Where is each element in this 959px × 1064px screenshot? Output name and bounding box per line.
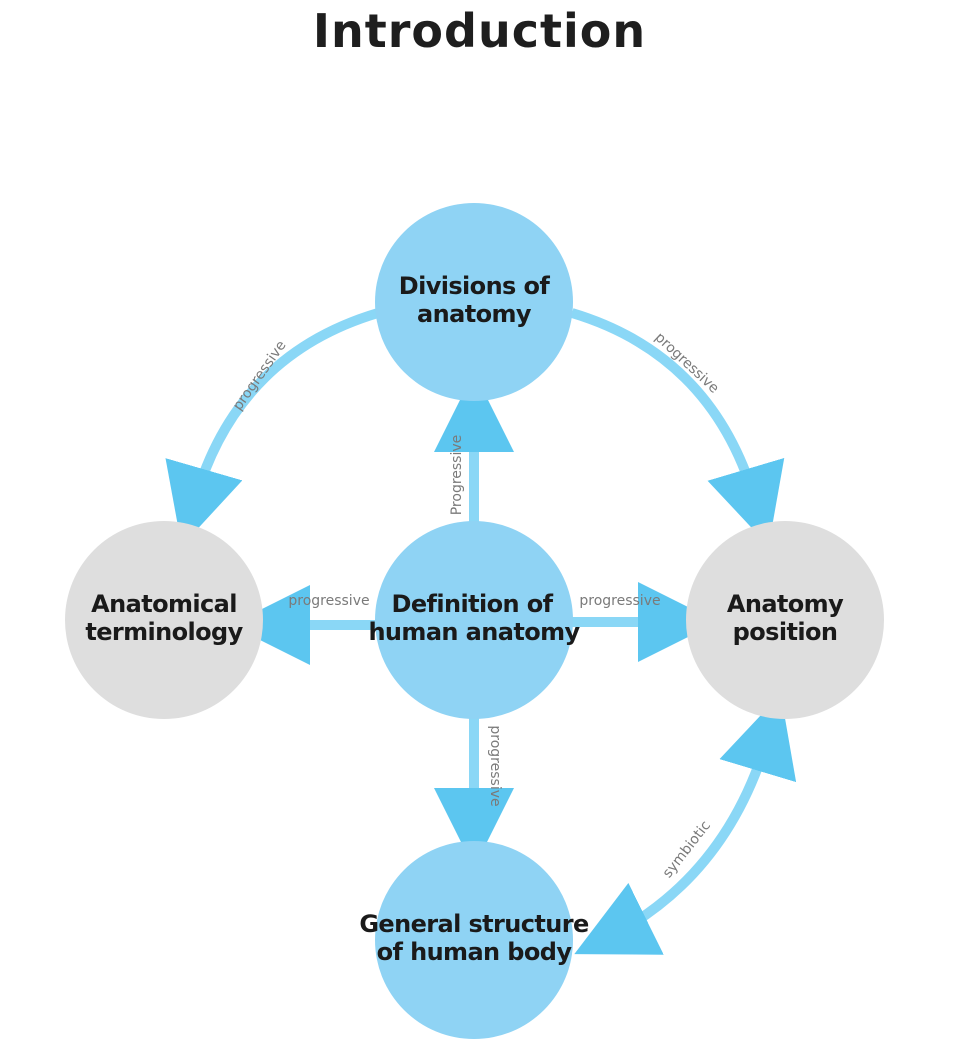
node-structure-line1: General structure [359,910,589,938]
edge-label-definition-divisions: Progressive [449,435,465,516]
edge-label-definition-position: progressive [579,593,660,609]
node-divisions-line1: Divisions of [399,272,551,300]
edge-label-divisions-terminology: progressive [230,338,290,414]
node-terminology-line1: Anatomical [91,590,237,618]
edge-label-definition-terminology: progressive [288,593,369,609]
node-position-circle [686,521,884,719]
page-title: Introduction [312,4,647,58]
node-position-line1: Anatomy [727,590,844,618]
arrow-divisions-to-terminology [165,308,380,547]
node-divisions-line2: anatomy [417,300,532,328]
edge-label-symbiotic: symbiotic [660,818,714,881]
node-structure-line2: of human body [377,938,573,966]
node-definition-line1: Definition of [392,590,554,618]
node-definition-circle [375,521,573,719]
arrow-structure-position [574,694,797,955]
node-terminology-line2: terminology [85,618,243,646]
node-definition-line2: human anatomy [368,618,580,646]
node-position-line2: position [733,618,838,646]
node-divisions-circle [375,203,573,401]
edge-label-definition-structure: progressive [487,725,503,806]
arrow-divisions-to-position [570,308,785,547]
node-terminology-circle [65,521,263,719]
node-structure-circle [375,841,573,1039]
